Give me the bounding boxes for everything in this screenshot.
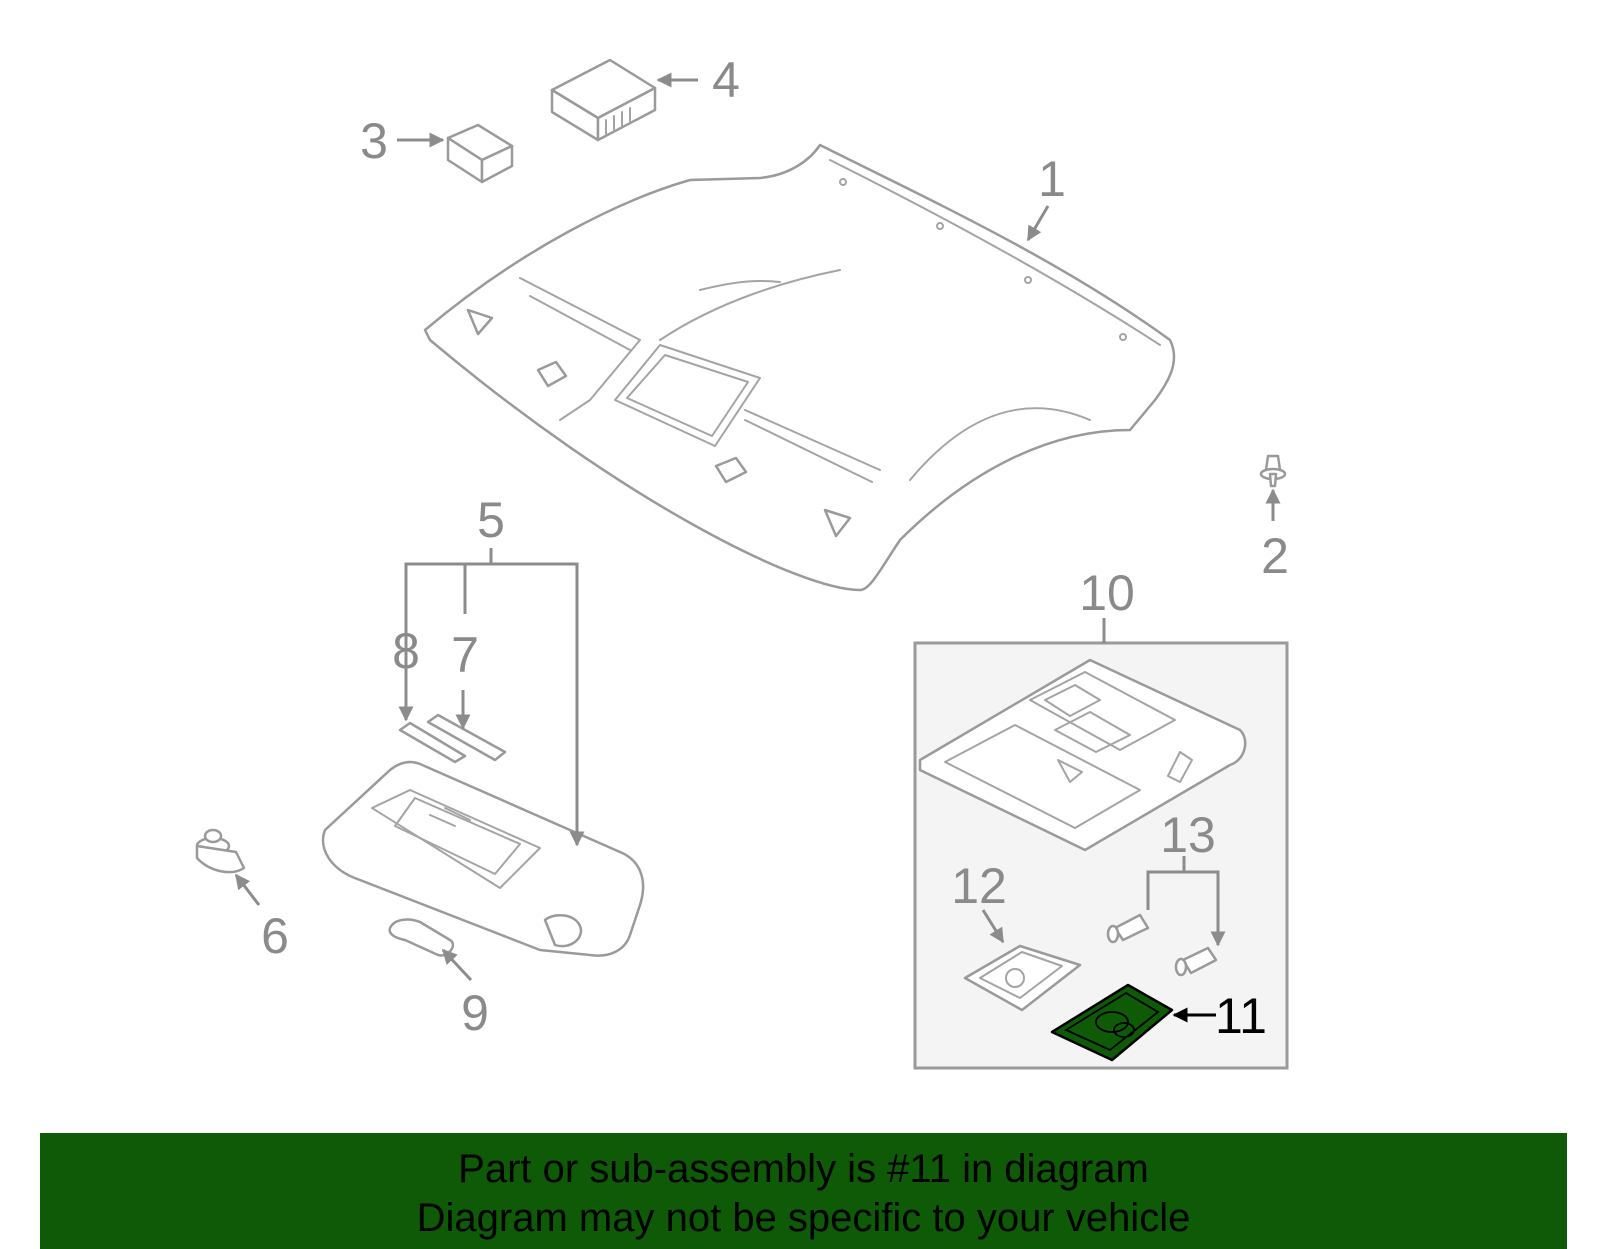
part-3[interactable] [446,123,514,184]
visor-holder-part[interactable] [195,828,246,874]
callout-9: 9 [461,985,489,1041]
callout-10: 10 [1079,565,1135,621]
callout-12: 12 [951,858,1007,914]
banner-line-1: Part or sub-assembly is #11 in diagram [458,1147,1149,1191]
callout-1: 1 [1038,151,1066,207]
highlighted-part-11[interactable] [1050,983,1174,1062]
part-8[interactable] [398,721,467,764]
callout-6: 6 [261,908,289,964]
part-13-bulb-a[interactable] [1106,913,1150,944]
part-4[interactable] [550,58,657,142]
callout-13: 13 [1160,807,1216,863]
part-12[interactable] [963,944,1082,1012]
clip-part[interactable] [1259,454,1287,488]
callout-7: 7 [451,627,479,683]
callout-3: 3 [360,113,388,169]
callout-11: 11 [1215,988,1267,1044]
part-7[interactable] [426,713,507,762]
callout-4: 4 [712,52,740,108]
callout-labels: 1 2 3 4 5 6 7 8 9 10 12 13 11 [261,52,1289,1044]
headliner-part[interactable] [423,143,1176,592]
callout-2: 2 [1261,528,1289,584]
callout-5: 5 [477,492,505,548]
info-banner: Part or sub-assembly is #11 in diagram D… [40,1133,1567,1249]
callout-8: 8 [392,623,420,679]
leader-lines [234,72,1281,1023]
console-subassembly[interactable] [913,641,1289,1070]
sun-visor-part[interactable] [321,760,645,957]
part-13-bulb-b[interactable] [1174,946,1218,977]
banner-line-2: Diagram may not be specific to your vehi… [416,1196,1191,1240]
